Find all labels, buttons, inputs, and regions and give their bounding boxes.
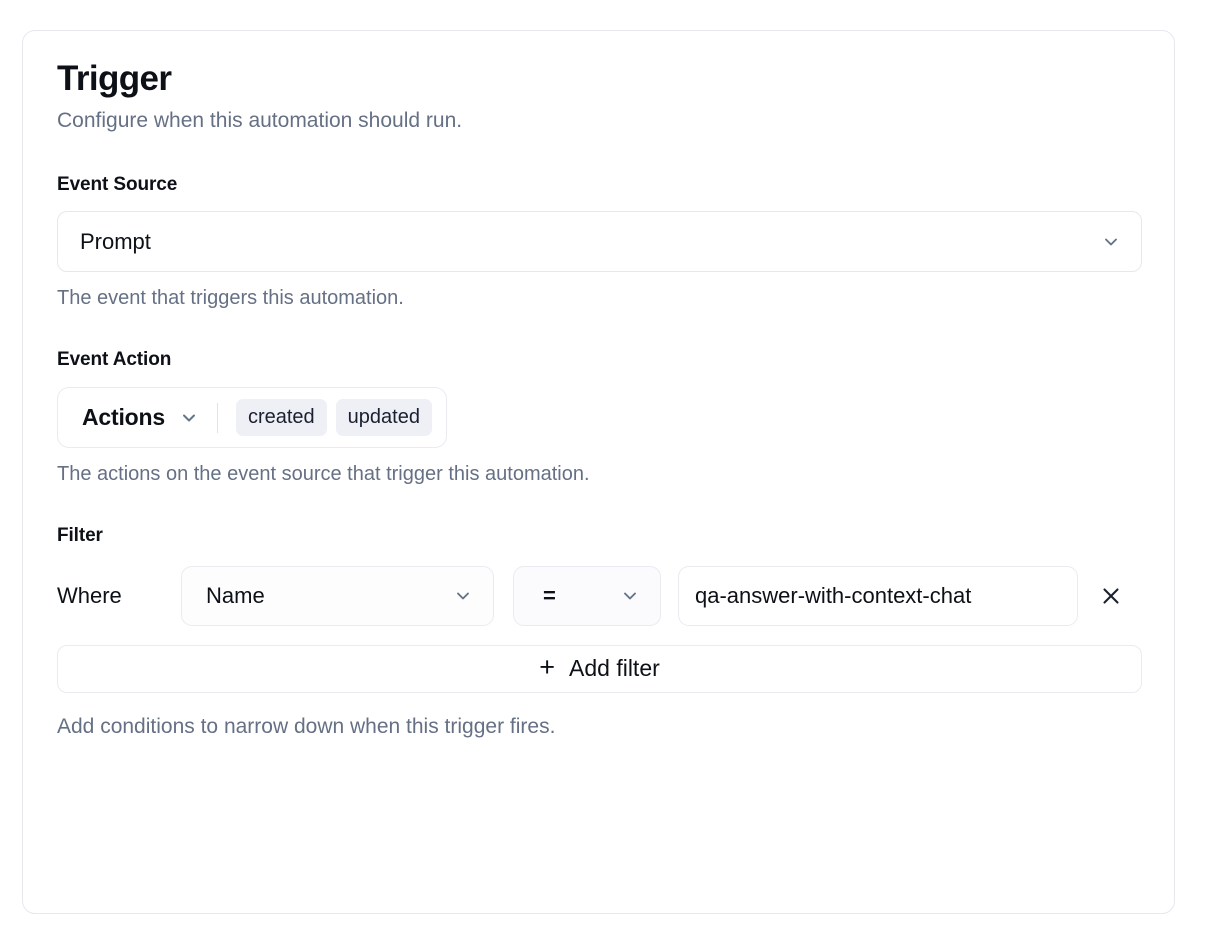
tag-updated[interactable]: updated [335, 399, 432, 437]
chevron-down-icon [453, 586, 473, 606]
event-action-field: Event Action Actions created updated The [57, 349, 1140, 486]
event-action-label: Event Action [57, 349, 172, 371]
event-source-field: Event Source Prompt The event that trigg… [57, 173, 1142, 311]
event-action-tags: created updated [235, 399, 432, 437]
chevron-down-icon [620, 586, 640, 606]
event-action-control: Actions created updated [57, 387, 447, 449]
event-source-value: Prompt [80, 228, 151, 254]
filter-value-input[interactable] [695, 582, 1061, 609]
filter-field-select[interactable]: Name [181, 565, 494, 626]
page-title: Trigger [57, 59, 172, 98]
remove-filter-button[interactable] [1094, 579, 1128, 613]
event-action-value: Actions [82, 404, 165, 431]
event-source-select[interactable]: Prompt [57, 211, 1142, 273]
event-source-label: Event Source [57, 173, 178, 195]
where-label: Where [57, 582, 122, 608]
add-filter-button[interactable]: + Add filter [57, 644, 1142, 693]
chevron-down-icon [1101, 232, 1121, 252]
event-source-help: The event that triggers this automation. [57, 287, 404, 310]
filter-operator-select[interactable]: = [513, 565, 661, 626]
filter-field: Filter Where Name = [57, 525, 1142, 739]
add-filter-label: Add filter [569, 655, 660, 682]
filter-operator-value: = [543, 582, 556, 608]
filter-label: Filter [57, 525, 103, 547]
close-icon [1103, 588, 1119, 604]
tag-created[interactable]: created [235, 399, 327, 437]
event-action-select[interactable]: Actions [82, 404, 199, 431]
event-action-help: The actions on the event source that tri… [57, 463, 590, 486]
filter-condition-row: Where Name = [57, 565, 1140, 626]
filter-value-field[interactable] [678, 565, 1078, 626]
plus-icon: + [539, 651, 555, 682]
trigger-card: Trigger Configure when this automation s… [22, 30, 1175, 914]
chevron-down-icon [179, 408, 199, 428]
filter-help: Add conditions to narrow down when this … [57, 714, 556, 738]
page-subtitle: Configure when this automation should ru… [57, 109, 463, 133]
filter-field-value: Name [206, 582, 265, 608]
control-divider [216, 402, 218, 433]
